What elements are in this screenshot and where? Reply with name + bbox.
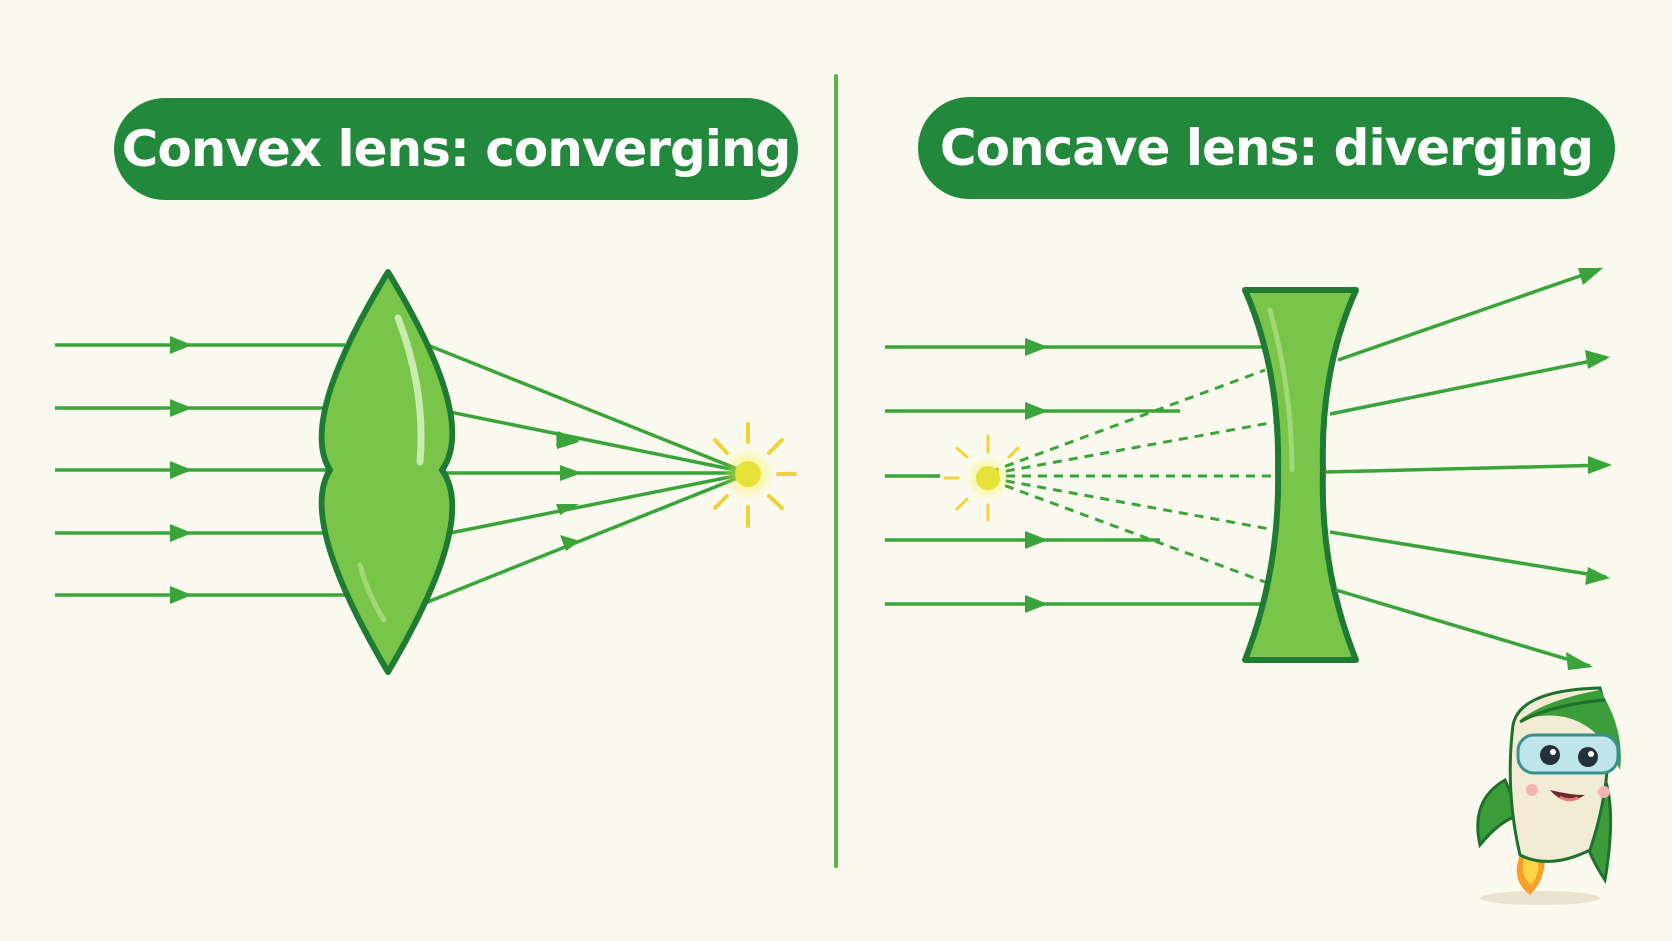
- refracted-ray: [439, 408, 746, 474]
- incoming-ray: [55, 524, 335, 542]
- incoming-ray: [885, 531, 1160, 549]
- virtual-ray: [989, 420, 1276, 476]
- convex-lens-title: Convex lens: converging: [114, 98, 798, 200]
- refracted-ray: [419, 340, 746, 474]
- convex-lens-title-text: Convex lens: converging: [121, 120, 792, 178]
- virtual-ray: [989, 478, 1266, 584]
- diverging-ray: [1329, 356, 1607, 416]
- concave-lens-title-text: Concave lens: diverging: [939, 119, 1594, 177]
- incoming-ray: [55, 586, 345, 604]
- virtual-ray: [989, 476, 1276, 532]
- refracted-ray: [419, 473, 746, 607]
- incoming-ray: [55, 336, 345, 354]
- virtual-focus-icon: [943, 434, 1020, 522]
- diverging-ray: [1324, 463, 1609, 474]
- incoming-ray: [55, 399, 335, 417]
- incoming-ray: [55, 461, 330, 479]
- diverging-ray: [1329, 530, 1607, 579]
- virtual-rays: [989, 368, 1276, 584]
- incoming-ray: [885, 402, 1180, 420]
- concave-lens-title: Concave lens: diverging: [918, 97, 1615, 199]
- concave-lens-icon: [1242, 287, 1359, 663]
- virtual-ray: [989, 368, 1266, 474]
- diverging-ray: [1337, 267, 1601, 362]
- concave-diverging-rays: [1324, 267, 1612, 670]
- rocket-mascot-icon: [1476, 686, 1621, 905]
- refracted-ray: [439, 472, 746, 537]
- convex-incoming-rays: [55, 336, 345, 604]
- convex-lens-icon: [318, 269, 456, 675]
- incoming-ray: [885, 338, 1262, 356]
- focal-point-icon: [713, 422, 797, 528]
- concave-incoming-rays: [885, 338, 1262, 613]
- diverging-ray: [1335, 588, 1591, 668]
- convex-refracted-rays: [419, 340, 746, 607]
- incoming-ray: [885, 595, 1262, 613]
